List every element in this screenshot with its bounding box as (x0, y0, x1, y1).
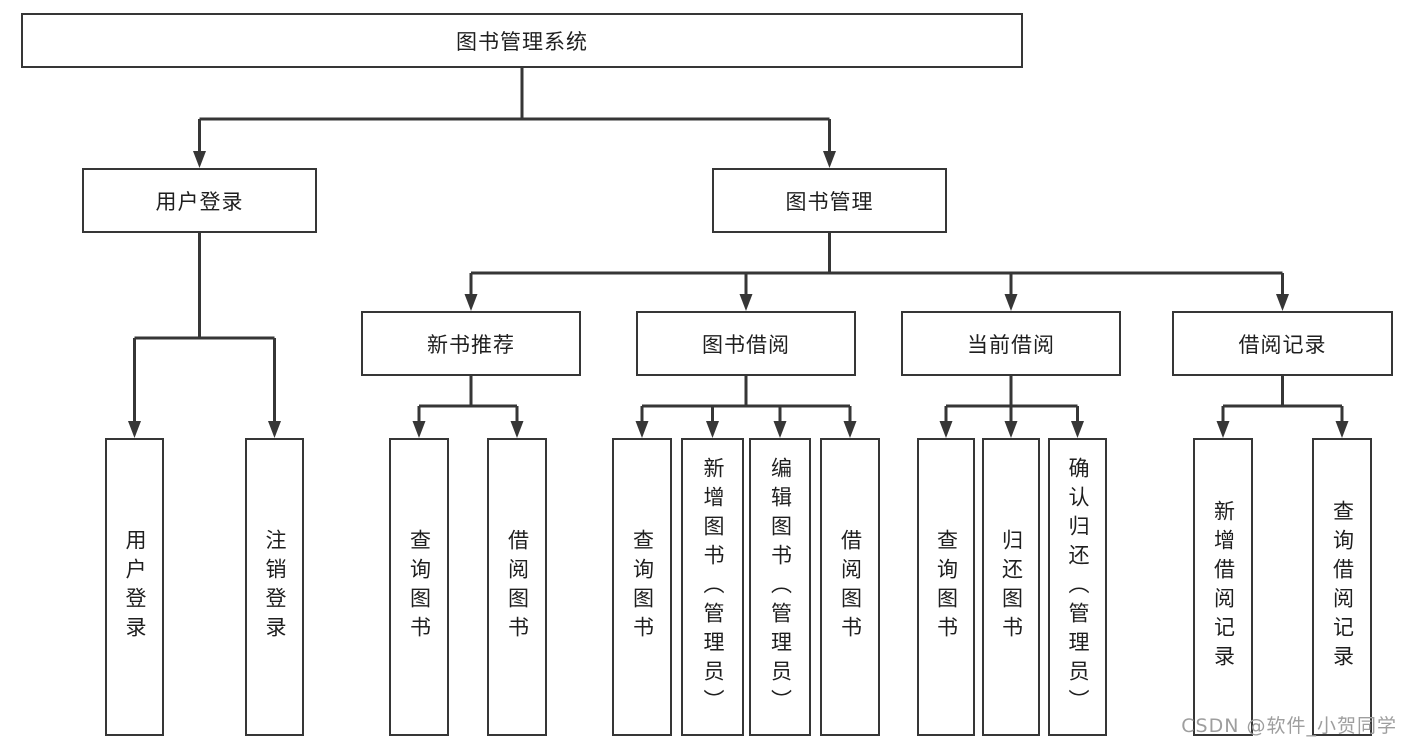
node-label-current-borrow: 当前借阅 (967, 332, 1055, 357)
node-label-leaf-user-login: 用户登录 (123, 529, 147, 645)
node-label-leaf-query-record: 查询借阅记录 (1330, 500, 1355, 674)
edge-path-borrow-record (1221, 376, 1344, 423)
arrowhead-user-login (193, 151, 206, 168)
edge-current-borrow (939, 376, 1084, 438)
node-label-book-borrow: 图书借阅 (702, 332, 790, 357)
node-label-leaf-borrow-book-1: 借阅图书 (505, 529, 530, 645)
arrowhead-leaf-add-record (1216, 421, 1230, 438)
arrowhead-leaf-query-book-3 (939, 421, 953, 438)
node-user-login: 用户登录 (82, 168, 317, 233)
node-book-mgmt: 图书管理 (712, 168, 947, 233)
node-root: 图书管理系统 (21, 13, 1023, 68)
node-leaf-return-book: 归还图书 (982, 438, 1040, 736)
node-leaf-user-login: 用户登录 (105, 438, 164, 736)
node-current-borrow: 当前借阅 (901, 311, 1121, 376)
edge-path-current-borrow (944, 376, 1079, 423)
node-label-leaf-edit-book: 编辑图书（管理员） (768, 456, 793, 718)
edge-book-mgmt (464, 233, 1289, 311)
node-leaf-borrow-book-2: 借阅图书 (820, 438, 880, 736)
node-label-user-login: 用户登录 (155, 189, 244, 214)
node-label-leaf-add-record: 新增借阅记录 (1211, 500, 1236, 674)
arrowhead-borrow-record (1276, 294, 1289, 311)
arrowhead-leaf-query-book-1 (412, 421, 426, 438)
node-label-leaf-return-book: 归还图书 (999, 529, 1024, 645)
arrowhead-leaf-confirm-return (1071, 421, 1084, 438)
node-book-borrow: 图书借阅 (636, 311, 856, 376)
arrowhead-leaf-query-book-2 (635, 421, 649, 438)
arrowhead-leaf-borrow-book-2 (843, 421, 857, 438)
arrowhead-leaf-logout (268, 421, 281, 438)
arrowhead-leaf-user-login (128, 421, 141, 438)
edge-borrow-record (1216, 376, 1349, 438)
node-label-root: 图书管理系统 (456, 29, 588, 54)
arrowhead-current-borrow (1004, 294, 1018, 311)
edge-path-new-book-rec (417, 376, 519, 423)
node-label-leaf-query-book-1: 查询图书 (407, 529, 432, 645)
arrowhead-book-mgmt (823, 151, 836, 168)
node-leaf-logout: 注销登录 (245, 438, 304, 736)
edge-path-book-mgmt (469, 233, 1284, 296)
node-label-leaf-logout: 注销登录 (263, 529, 287, 645)
arrowhead-book-borrow (739, 294, 753, 311)
edge-path-root (198, 68, 831, 153)
edge-path-book-borrow (640, 376, 852, 423)
node-label-book-mgmt: 图书管理 (785, 189, 874, 214)
edge-book-borrow (635, 376, 857, 438)
node-leaf-borrow-book-1: 借阅图书 (487, 438, 547, 736)
node-label-leaf-query-book-3: 查询图书 (934, 529, 959, 645)
node-label-new-book-rec: 新书推荐 (427, 332, 515, 357)
watermark-text: CSDN @软件_小贺同学 (1181, 715, 1397, 737)
arrowhead-leaf-query-record (1335, 421, 1349, 438)
edge-user-login (128, 233, 281, 438)
node-leaf-add-book: 新增图书（管理员） (681, 438, 744, 736)
node-leaf-query-book-2: 查询图书 (612, 438, 672, 736)
node-label-leaf-query-book-2: 查询图书 (630, 529, 655, 645)
node-label-leaf-add-book: 新增图书（管理员） (701, 456, 725, 718)
arrowhead-leaf-add-book (706, 421, 719, 438)
node-label-leaf-borrow-book-2: 借阅图书 (838, 529, 863, 645)
node-leaf-confirm-return: 确认归还（管理员） (1048, 438, 1107, 736)
node-label-borrow-record: 借阅记录 (1238, 332, 1327, 357)
node-leaf-query-record: 查询借阅记录 (1312, 438, 1372, 736)
edge-new-book-rec (412, 376, 524, 438)
edge-root (193, 68, 836, 168)
node-leaf-query-book-1: 查询图书 (389, 438, 449, 736)
node-leaf-edit-book: 编辑图书（管理员） (749, 438, 811, 736)
arrowhead-leaf-edit-book (773, 421, 787, 438)
arrowhead-new-book-rec (464, 294, 478, 311)
arrowhead-leaf-return-book (1004, 421, 1018, 438)
edge-path-user-login (133, 233, 276, 423)
node-leaf-query-book-3: 查询图书 (917, 438, 975, 736)
node-borrow-record: 借阅记录 (1172, 311, 1393, 376)
node-new-book-rec: 新书推荐 (361, 311, 581, 376)
node-label-leaf-confirm-return: 确认归还（管理员） (1066, 456, 1090, 718)
node-leaf-add-record: 新增借阅记录 (1193, 438, 1253, 736)
arrowhead-leaf-borrow-book-1 (510, 421, 524, 438)
